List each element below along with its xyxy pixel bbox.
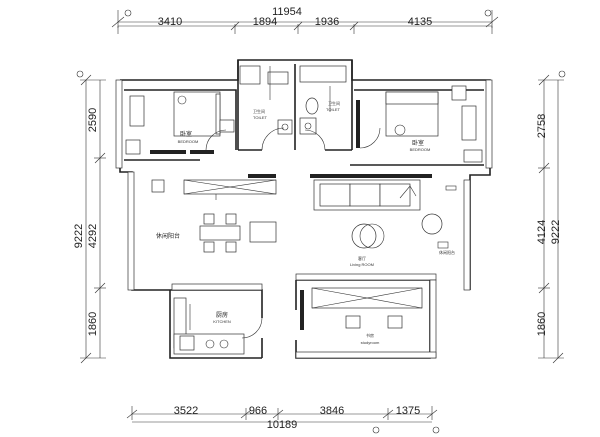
- top-segment-2: 1894: [253, 16, 277, 28]
- right-bedroom-label-cn: 卧室: [412, 139, 424, 147]
- walls: [115, 59, 493, 359]
- bottom-segment-2: 966: [249, 405, 267, 417]
- study-label-en: studyroom: [361, 340, 380, 345]
- left-balcony: [151, 174, 277, 253]
- kitchen-label-cn: 厨房: [216, 311, 228, 319]
- study-room: [300, 287, 423, 330]
- right-total-dimension: 9222: [550, 220, 562, 244]
- living-label-cn: 客厅: [358, 255, 366, 261]
- right-balcony-label: 休闲阳台: [439, 249, 455, 255]
- top-dimension-chain: [111, 9, 499, 34]
- bottom-segment-1: 3522: [174, 405, 198, 417]
- left-segment-3: 1860: [87, 312, 99, 336]
- right-toilet: [299, 65, 347, 151]
- lounge-chair: [421, 213, 443, 235]
- top-segment-3: 1936: [315, 16, 339, 28]
- left-bedroom: [125, 91, 235, 155]
- left-segment-1: 2590: [87, 108, 99, 132]
- right-segment-3: 1860: [536, 312, 548, 336]
- right-dimension-chain: [538, 70, 566, 364]
- right-toilet-label-en: TOILET: [326, 107, 340, 112]
- left-total-dimension: 9222: [73, 224, 85, 248]
- toilet-bowl-right: [305, 97, 319, 115]
- left-toilet-label-cn: 卫生间: [253, 108, 265, 114]
- bottom-total-dimension: 10189: [267, 419, 298, 431]
- right-segment-2: 4124: [536, 220, 548, 244]
- left-balcony-label: 休闲阳台: [156, 232, 180, 240]
- living-label-en: Living ROOM: [350, 262, 374, 267]
- left-segment-2: 4292: [87, 224, 99, 248]
- top-total-dimension: 11954: [272, 6, 302, 18]
- top-segment-1: 3410: [158, 16, 182, 28]
- desk-right: [461, 105, 477, 141]
- right-bedroom-label-en: BEDROOM: [410, 147, 431, 152]
- dining-table: [199, 225, 241, 241]
- living-room: [310, 174, 457, 249]
- bottom-segment-4: 1375: [396, 405, 420, 417]
- kitchen-label-en: KITCHEN: [213, 319, 231, 324]
- coffee-table: [351, 223, 377, 249]
- double-bed-left: [173, 91, 221, 137]
- study-label-cn: 书房: [366, 332, 374, 338]
- right-segment-1: 2758: [536, 114, 548, 138]
- desk-left: [129, 95, 145, 127]
- left-bedroom-label-en: BEDROOM: [178, 139, 199, 144]
- top-segment-4: 4135: [408, 16, 432, 28]
- right-toilet-label-cn: 卫生间: [328, 100, 340, 106]
- right-bedroom: [356, 85, 483, 163]
- left-toilet: [239, 65, 293, 151]
- kitchen: [173, 297, 263, 355]
- bottom-segment-3: 3846: [320, 405, 344, 417]
- left-toilet-label-en: TOILET: [253, 115, 267, 120]
- left-dimension-chain: [76, 70, 106, 364]
- left-bedroom-label-cn: 卧室: [180, 130, 192, 138]
- bottom-dimension-chain: [126, 406, 440, 434]
